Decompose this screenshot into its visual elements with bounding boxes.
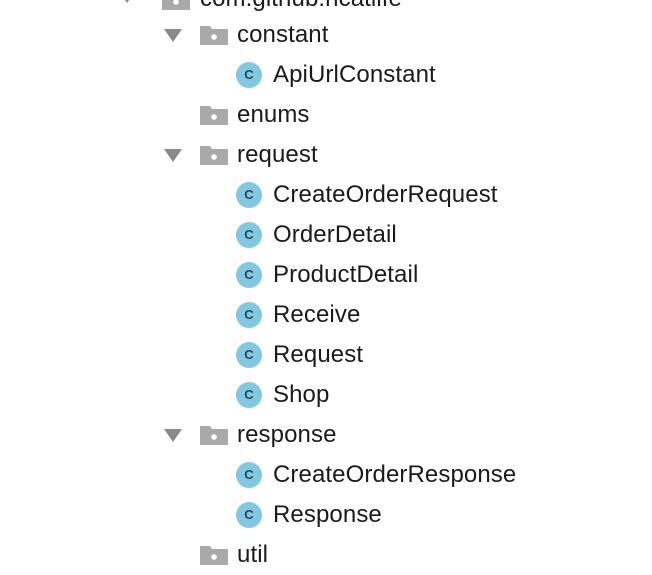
tree-label: response bbox=[237, 421, 337, 448]
tree-label: Request bbox=[273, 341, 364, 368]
folder-icon bbox=[200, 426, 228, 445]
class-icon: C bbox=[236, 262, 262, 288]
folder-icon bbox=[200, 146, 228, 165]
class-icon: C bbox=[236, 502, 262, 528]
tree-label: Response bbox=[273, 501, 382, 528]
class-icon: C bbox=[236, 302, 262, 328]
folder-icon bbox=[200, 26, 228, 45]
class-icon: C bbox=[236, 342, 262, 368]
tree-row-util[interactable]: util bbox=[0, 535, 652, 575]
chevron-down-icon[interactable] bbox=[164, 149, 182, 162]
tree-row-class[interactable]: C Receive bbox=[0, 295, 652, 335]
tree-label: Shop bbox=[273, 381, 330, 408]
class-icon: C bbox=[236, 182, 262, 208]
tree-row-class[interactable]: C ApiUrlConstant bbox=[0, 55, 652, 95]
tree-label: util bbox=[237, 541, 269, 568]
tree-row-class[interactable]: C Response bbox=[0, 495, 652, 535]
class-icon: C bbox=[236, 382, 262, 408]
tree-row-class[interactable]: C ProductDetail bbox=[0, 255, 652, 295]
tree-row-class[interactable]: C Request bbox=[0, 335, 652, 375]
tree-label: ApiUrlConstant bbox=[273, 61, 436, 88]
tree-row-class[interactable]: C OrderDetail bbox=[0, 215, 652, 255]
tree-row-constant[interactable]: constant bbox=[0, 15, 652, 55]
folder-icon bbox=[162, 0, 190, 10]
tree-row-response[interactable]: response bbox=[0, 415, 652, 455]
tree-label: ProductDetail bbox=[273, 261, 419, 288]
tree-row-class[interactable]: C CreateOrderResponse bbox=[0, 455, 652, 495]
chevron-down-icon[interactable] bbox=[164, 29, 182, 42]
tree-row-enums[interactable]: enums bbox=[0, 95, 652, 135]
tree-row-request[interactable]: request bbox=[0, 135, 652, 175]
folder-icon bbox=[200, 106, 228, 125]
tree-label: com.github.ncatlife bbox=[200, 0, 402, 14]
chevron-down-icon[interactable] bbox=[164, 429, 182, 442]
tree-label: OrderDetail bbox=[273, 221, 397, 248]
tree-label: request bbox=[237, 141, 318, 168]
chevron-down-icon[interactable] bbox=[118, 0, 136, 3]
folder-icon bbox=[200, 546, 228, 565]
tree-label: constant bbox=[237, 21, 329, 48]
tree-label: CreateOrderResponse bbox=[273, 461, 517, 488]
tree-label: Receive bbox=[273, 301, 361, 328]
tree-row-class[interactable]: C CreateOrderRequest bbox=[0, 175, 652, 215]
class-icon: C bbox=[236, 462, 262, 488]
tree-row-package[interactable]: com.github.ncatlife bbox=[0, 0, 652, 18]
class-icon: C bbox=[236, 222, 262, 248]
tree-label: enums bbox=[237, 101, 310, 128]
class-icon: C bbox=[236, 62, 262, 88]
tree-row-class[interactable]: C Shop bbox=[0, 375, 652, 415]
tree-label: CreateOrderRequest bbox=[273, 181, 498, 208]
